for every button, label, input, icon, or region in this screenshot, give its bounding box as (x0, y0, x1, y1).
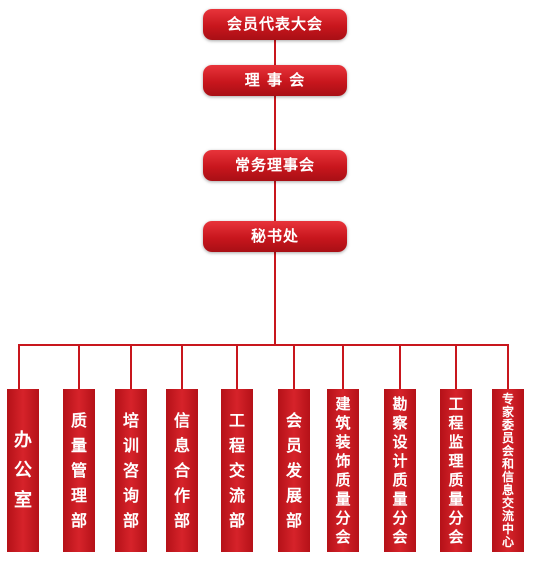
drop-line (236, 345, 238, 390)
level-box-council: 理 事 会 (203, 65, 347, 96)
dept-label: 勘察设计质量分会 (392, 394, 408, 546)
dept-label: 信息合作部 (174, 411, 191, 530)
dept-label: 工程交流部 (229, 411, 246, 530)
dept-box-expert-committee-info-center: 专家委员会和信息交流中心 (492, 389, 524, 552)
dept-box-quality-management: 质量管理部 (63, 389, 95, 552)
dept-box-supervision-quality-branch: 工程监理质量分会 (440, 389, 472, 552)
horizontal-branch-line (18, 344, 509, 346)
drop-line (130, 345, 132, 390)
dept-box-survey-design-quality-branch: 勘察设计质量分会 (384, 389, 416, 552)
dept-label: 培训咨询部 (123, 411, 140, 530)
dept-box-training-consulting: 培训咨询部 (115, 389, 147, 552)
dept-label: 专家委员会和信息交流中心 (502, 391, 515, 549)
level-label: 理 事 会 (244, 71, 306, 89)
dept-box-office: 办公室 (7, 389, 39, 552)
level-label: 秘书处 (250, 227, 299, 245)
drop-line (507, 345, 509, 390)
drop-line (78, 345, 80, 390)
dept-label: 质量管理部 (71, 411, 88, 530)
dept-label: 会员发展部 (286, 411, 303, 530)
dept-box-decoration-quality-branch: 建筑装饰质量分会 (327, 389, 359, 552)
level-box-standing-council: 常务理事会 (203, 150, 347, 181)
drop-line (342, 345, 344, 390)
drop-line (181, 345, 183, 390)
dept-label: 建筑装饰质量分会 (335, 394, 351, 546)
level-label: 会员代表大会 (226, 15, 323, 33)
drop-line (399, 345, 401, 390)
dept-box-engineering-exchange: 工程交流部 (221, 389, 253, 552)
level-box-secretariat: 秘书处 (203, 221, 347, 252)
dept-label: 办公室 (14, 429, 32, 511)
drop-line (455, 345, 457, 390)
dept-box-member-development: 会员发展部 (278, 389, 310, 552)
dept-label: 工程监理质量分会 (448, 394, 464, 546)
level-label: 常务理事会 (234, 156, 315, 174)
vertical-trunk-line (274, 38, 276, 345)
dept-box-information-cooperation: 信息合作部 (166, 389, 198, 552)
drop-line (18, 345, 20, 390)
level-box-members-congress: 会员代表大会 (203, 9, 347, 40)
drop-line (293, 345, 295, 390)
